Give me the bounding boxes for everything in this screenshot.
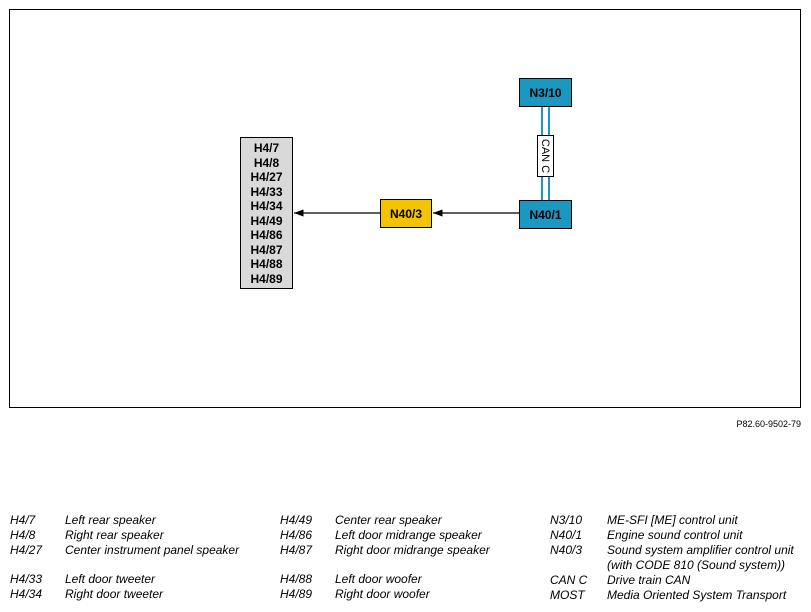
- legend-code: H4/7: [10, 513, 36, 527]
- legend-code: H4/8: [10, 528, 36, 542]
- legend-desc: Right rear speaker: [65, 528, 164, 542]
- legend-code: H4/49: [280, 513, 313, 527]
- legend-row: N40/3 Sound system amplifier control unit: [550, 543, 805, 558]
- legend-code: N3/10: [550, 513, 583, 527]
- legend-row: H4/89 Right door woofer: [280, 587, 550, 602]
- legend-code: H4/87: [280, 543, 313, 557]
- speaker-group: H4/7 H4/8 H4/27 H4/33 H4/34 H4/49 H4/86 …: [240, 137, 293, 289]
- legend-row: N40/1 Engine sound control unit: [550, 528, 805, 543]
- legend-row: H4/87 Right door midrange speaker: [280, 543, 550, 558]
- legend-desc: Drive train CAN: [607, 573, 691, 587]
- legend-column-1: H4/7 Left rear speaker H4/8 Right rear spe…: [10, 513, 275, 602]
- node-n40-1: N40/1: [519, 200, 572, 229]
- speaker-code: H4/27: [250, 170, 283, 184]
- legend-desc: Left rear speaker: [65, 513, 156, 527]
- node-n40-3: N40/3: [380, 199, 432, 228]
- speaker-code: H4/86: [250, 228, 283, 242]
- legend-spacer: [550, 558, 607, 573]
- legend-row: H4/34 Right door tweeter: [10, 587, 275, 602]
- legend-row: H4/7 Left rear speaker: [10, 513, 275, 528]
- legend-desc: Left door midrange speaker: [335, 528, 482, 542]
- legend-desc: Left door woofer: [335, 572, 422, 586]
- can-c-bus-label: CAN C: [537, 135, 554, 177]
- legend-code: H4/34: [10, 587, 43, 601]
- legend-code: MOST: [550, 588, 585, 602]
- legend-row: N3/10 ME-SFI [ME] control unit: [550, 513, 805, 528]
- legend-code: N40/3: [550, 543, 583, 557]
- legend-desc: Right door midrange speaker: [335, 543, 490, 557]
- legend-code: N40/1: [550, 528, 583, 542]
- speaker-code: H4/89: [250, 271, 283, 286]
- legend-desc: Sound system amplifier control unit: [607, 543, 794, 557]
- legend-code: H4/86: [280, 528, 313, 542]
- legend-desc: Right door woofer: [335, 587, 430, 601]
- speaker-code: H4/33: [250, 184, 283, 199]
- legend-row: (with CODE 810 (Sound system)): [550, 558, 805, 573]
- speaker-code: H4/8: [253, 155, 280, 170]
- legend-row: H4/86 Left door midrange speaker: [280, 528, 550, 543]
- legend-row: CAN C Drive train CAN: [550, 573, 805, 588]
- legend-code: H4/33: [10, 572, 43, 586]
- legend-row: H4/33 Left door tweeter: [10, 572, 275, 587]
- legend-desc: Media Oriented System Transport: [607, 588, 787, 602]
- legend-desc-continued: (with CODE 810 (Sound system)): [607, 558, 786, 572]
- speaker-code: H4/49: [250, 213, 283, 228]
- legend-desc: Engine sound control unit: [607, 528, 743, 542]
- legend-code: H4/88: [280, 572, 313, 586]
- legend-row: H4/88 Left door woofer: [280, 572, 550, 587]
- legend-desc: Right door tweeter: [65, 587, 164, 601]
- speaker-code: H4/88: [250, 257, 283, 271]
- legend-desc: Center instrument panel speaker: [65, 543, 240, 557]
- document-id: P82.60-9502-79: [736, 419, 801, 429]
- can-c-text: CAN C: [539, 138, 552, 174]
- legend-row: H4/27 Center instrument panel speaker: [10, 543, 275, 558]
- node-n3-10: N3/10: [519, 78, 572, 107]
- legend-row: MOST Media Oriented System Transport: [550, 588, 805, 603]
- legend-desc: ME-SFI [ME] control unit: [607, 513, 738, 527]
- legend-row: H4/8 Right rear speaker: [10, 528, 275, 543]
- diagram-frame: [9, 9, 801, 408]
- speaker-code: H4/34: [250, 199, 283, 213]
- legend-code: H4/89: [280, 587, 313, 601]
- legend-column-3: N3/10 ME-SFI [ME] control unit N40/1 Engin…: [550, 513, 805, 603]
- legend-row: H4/49 Center rear speaker: [280, 513, 550, 528]
- legend-desc: Center rear speaker: [335, 513, 442, 527]
- legend-desc: Left door tweeter: [65, 572, 156, 586]
- speaker-code: H4/7: [253, 141, 280, 155]
- speaker-code: H4/87: [250, 242, 283, 257]
- legend-code: H4/27: [10, 543, 43, 557]
- legend-code: CAN C: [550, 573, 588, 587]
